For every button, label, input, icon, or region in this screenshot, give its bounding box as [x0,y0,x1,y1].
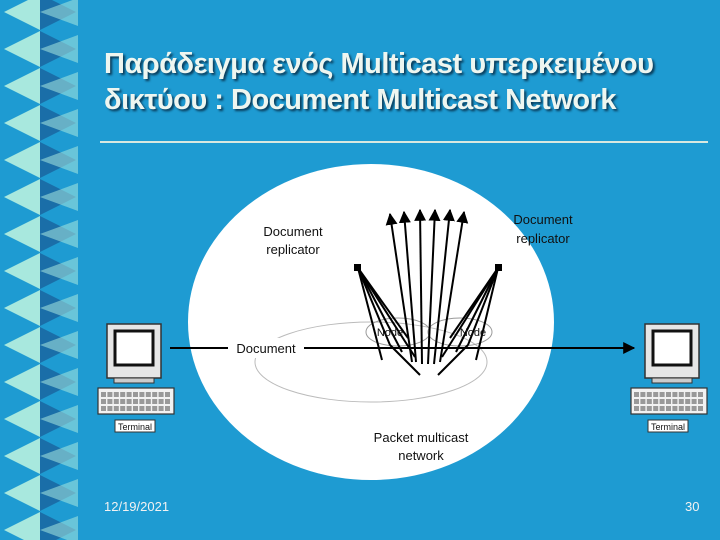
terminal-left: Terminal [97,323,175,433]
terminal-right: Terminal [630,323,708,433]
network-label-2: network [398,448,444,463]
replicator-right-label: Document [513,212,573,227]
multicast-up-arrows [385,208,469,365]
replicator-right-point [495,264,502,271]
node-left-label: Node [377,327,403,339]
replicator-left-label-2: replicator [266,242,320,257]
document-label: Document [236,341,296,356]
replicator-left-point [354,264,361,271]
network-label: Packet multicast [374,430,469,445]
terminal-right-label: Terminal [651,422,685,432]
decorative-side-strip [4,0,78,540]
node-right-label: Node [460,327,486,339]
terminal-left-label: Terminal [118,422,152,432]
node-ring [254,321,488,403]
page-number: 30 [685,499,700,514]
replicator-right-label-2: replicator [516,231,570,246]
replicator-left-label: Document [263,224,323,239]
footer-date: 12/19/2021 [104,499,170,514]
title-divider [100,141,708,143]
document-label-box [228,338,304,358]
multicast-fan-lines [357,267,499,376]
slide-title: Παράδειγμα ενός Multicast υπερκειμένου δ… [104,48,654,116]
multicast-network-diagram: Document replicator Document replicator … [97,164,708,480]
